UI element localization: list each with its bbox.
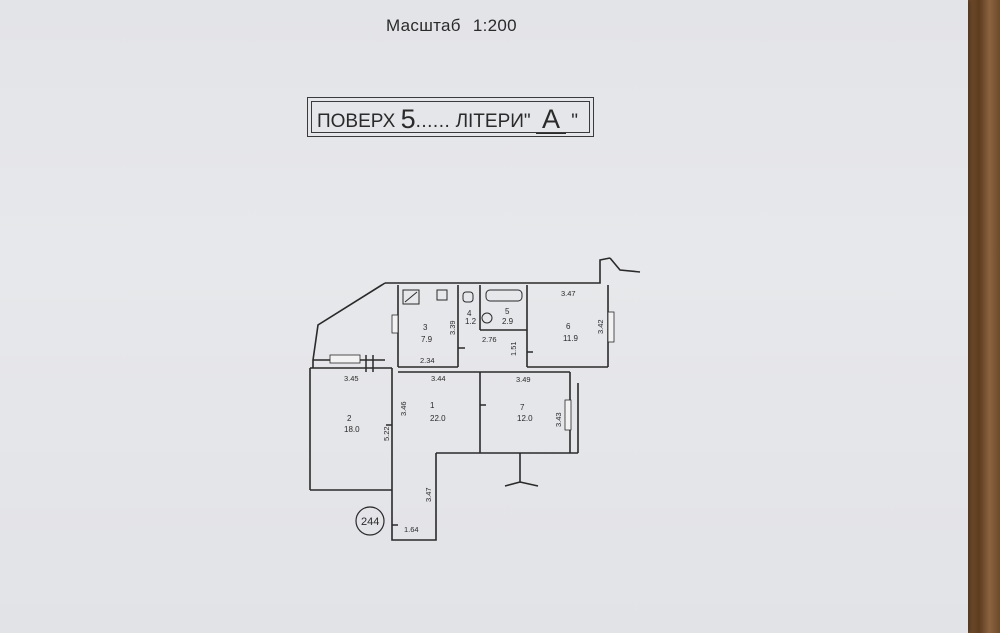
dim-1-64: 1.64 <box>404 525 419 534</box>
room-number-2: 2 <box>347 414 352 423</box>
wall-corridor <box>391 453 437 541</box>
window-room7 <box>564 399 572 431</box>
room-number-4: 4 <box>467 309 472 318</box>
window-balcony <box>329 354 361 364</box>
room-number-1: 1 <box>430 401 435 410</box>
room-area-1: 22.0 <box>430 414 446 423</box>
scale-label: Масштаб <box>386 16 461 35</box>
floor-number: 5 <box>400 104 416 134</box>
wall-balcony-left <box>312 282 386 368</box>
room-area-7: 12.0 <box>517 414 533 423</box>
dim-2-76: 2.76 <box>482 335 497 344</box>
bathtub-fixture <box>485 289 523 302</box>
room-number-7: 7 <box>520 403 525 412</box>
paper-sheet <box>0 0 968 633</box>
dim-1-51: 1.51 <box>509 341 518 356</box>
scale-value: 1:200 <box>472 16 517 35</box>
dim-3-42: 3.42 <box>596 319 605 334</box>
dim-2-34: 2.34 <box>420 356 435 365</box>
letter-value: А <box>541 104 560 134</box>
wall-top-right <box>609 257 641 273</box>
wooden-table-edge <box>965 0 1000 633</box>
room-number-5: 5 <box>505 307 510 316</box>
close-quote: " <box>571 111 578 132</box>
wall-top <box>385 257 611 284</box>
dim-3-45: 3.45 <box>344 374 359 383</box>
dim-5-22: 5.22 <box>382 426 391 441</box>
exit-stub-2 <box>519 481 539 487</box>
dim-3-47-top: 3.47 <box>561 289 576 298</box>
room-area-3: 7.9 <box>421 335 433 344</box>
window-room3 <box>391 314 399 334</box>
exit-stub <box>504 453 521 487</box>
dim-3-44: 3.44 <box>431 374 446 383</box>
room-area-4: 1.2 <box>465 317 477 326</box>
room-number-6: 6 <box>566 322 571 331</box>
room-number-3: 3 <box>423 323 428 332</box>
dim-3-47-bottom: 3.47 <box>424 487 433 502</box>
room-area-2: 18.0 <box>344 425 360 434</box>
floor-dots: ...... <box>415 111 451 132</box>
dim-3-39: 3.39 <box>448 320 457 335</box>
dim-3-43: 3.43 <box>554 412 563 427</box>
washbasin-fixture <box>481 312 493 324</box>
stove-fixture <box>402 289 420 305</box>
dim-3-49: 3.49 <box>516 375 531 384</box>
letter-word: ЛІТЕРИ <box>455 111 524 132</box>
sink-fixture <box>436 289 448 301</box>
floor-letter-text: ПОВЕРХ 5...... ЛІТЕРИ" А " <box>317 103 578 134</box>
room-area-6: 11.9 <box>563 334 579 343</box>
sheet-number-circle <box>355 506 385 536</box>
toilet-fixture <box>462 291 474 303</box>
floor-word: ПОВЕРХ <box>317 111 396 132</box>
sheet-number: 244 <box>361 516 379 528</box>
window-room6 <box>607 311 615 343</box>
floor-letter-box: ПОВЕРХ 5...... ЛІТЕРИ" А " <box>307 97 594 137</box>
scale-heading: Масштаб 1:200 <box>386 16 517 36</box>
room-area-5: 2.9 <box>502 317 514 326</box>
open-quote: " <box>523 111 531 132</box>
dim-3-46: 3.46 <box>399 401 408 416</box>
